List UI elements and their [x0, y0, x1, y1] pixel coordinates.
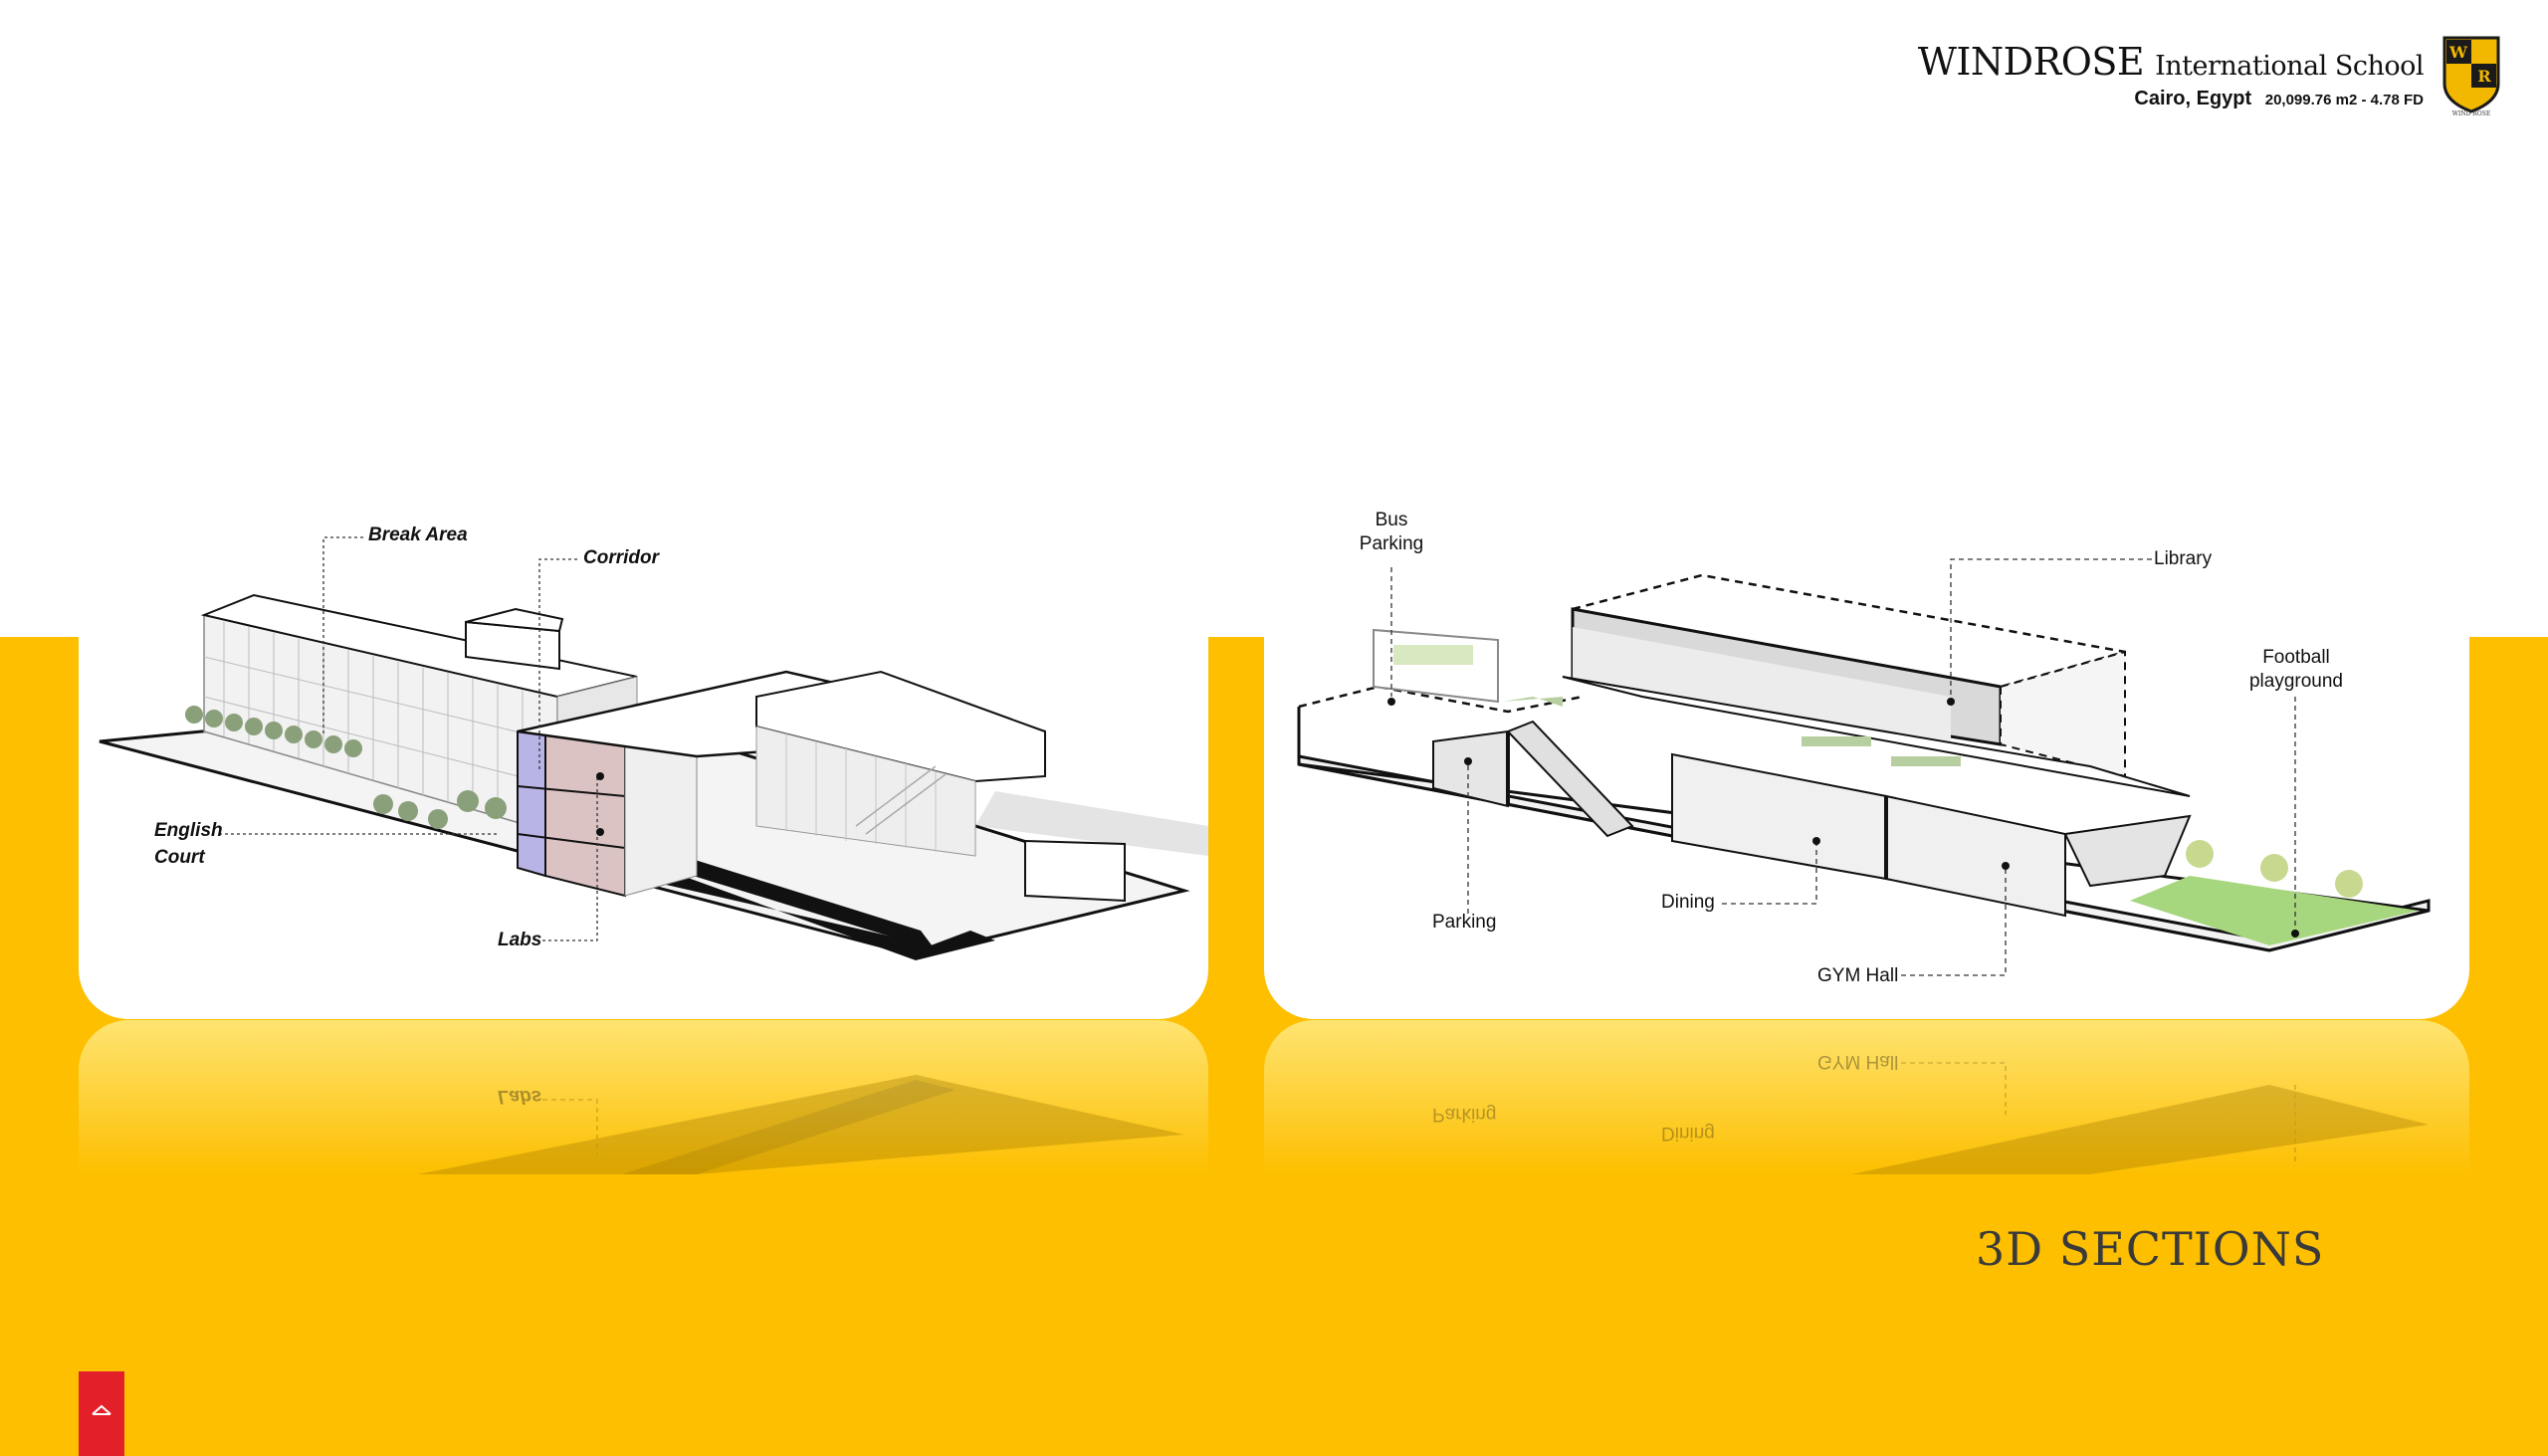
logo-letter-r: R	[2477, 67, 2491, 86]
school-name-suffix: International School	[2155, 51, 2424, 82]
label-gym-hall: GYM Hall	[1817, 965, 1899, 986]
label-english-court-line1: English	[154, 820, 223, 841]
project-area: 20,099.76 m2 - 4.78 FD	[2264, 92, 2424, 108]
left-panel-reflection	[79, 1020, 1208, 1174]
project-header: WINDROSE International School Cairo, Egy…	[1917, 40, 2425, 110]
scroll-up-button[interactable]	[79, 1371, 124, 1456]
label-break-area: Break Area	[368, 524, 468, 545]
logo-letter-w: W	[2448, 43, 2468, 62]
label-parking: Parking	[1432, 912, 1497, 933]
reflected-label-dining: Dining	[1661, 1123, 1715, 1144]
page-title: 3D SECTIONS	[1976, 1222, 2325, 1276]
right-panel-reflection	[1264, 1020, 2469, 1174]
label-football-line2: playground	[2248, 671, 2344, 692]
reflected-label-labs: Labs	[498, 1086, 542, 1107]
label-bus-parking-line1: Bus	[1375, 510, 1408, 530]
school-name-main: WINDROSE	[1917, 40, 2145, 84]
label-labs: Labs	[498, 930, 542, 950]
label-corridor: Corridor	[583, 547, 659, 568]
chevron-up-icon	[92, 1404, 111, 1415]
reflected-label-parking: Parking	[1432, 1104, 1497, 1125]
label-football-line1: Football	[2262, 647, 2330, 668]
reflected-label-gym-hall: GYM Hall	[1817, 1051, 1899, 1072]
project-info: Cairo, Egypt 20,099.76 m2 - 4.78 FD	[1918, 88, 2424, 110]
label-library: Library	[2154, 548, 2213, 569]
label-dining: Dining	[1661, 892, 1715, 913]
school-name: WINDROSE International School	[1917, 40, 2425, 84]
label-bus-parking-line2: Parking	[1359, 533, 1424, 554]
logo-caption: WIND ROSE	[2452, 110, 2490, 117]
school-logo-icon: W R WIND ROSE	[2442, 36, 2500, 117]
project-location: Cairo, Egypt	[2134, 88, 2252, 109]
label-english-court-line2: Court	[154, 847, 205, 868]
